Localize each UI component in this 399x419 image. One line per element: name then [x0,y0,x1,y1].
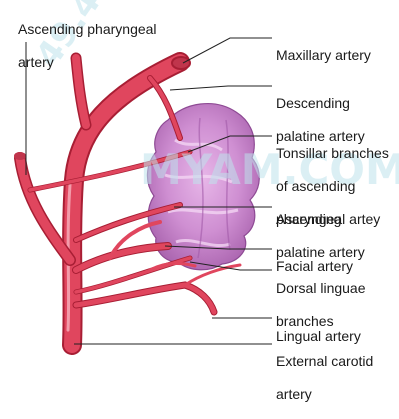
label-external-carotid: External carotid artery [276,336,373,419]
label-maxillary: Maxillary artery [276,30,371,80]
label-ascending-pharyngeal: Ascending pharyngeal artery [18,4,157,87]
